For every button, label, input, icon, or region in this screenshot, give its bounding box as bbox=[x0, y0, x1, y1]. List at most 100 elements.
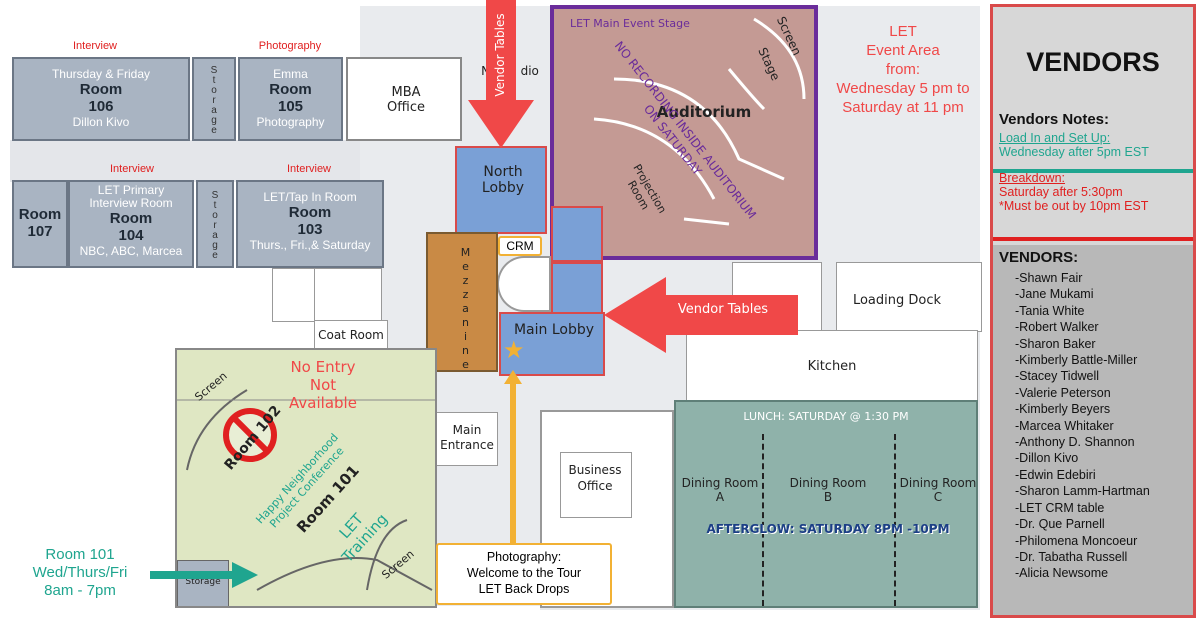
room-106-label: Room bbox=[79, 81, 123, 98]
star-icon: ★ bbox=[503, 337, 525, 364]
lobby-block-2 bbox=[551, 262, 603, 314]
vendors-title: VENDORS bbox=[1026, 47, 1160, 77]
business-office-label: Business Office bbox=[568, 463, 622, 493]
breakdown-heading: Breakdown: bbox=[999, 171, 1066, 185]
vendor-item: -Shawn Fair bbox=[1015, 271, 1083, 285]
room-104-label: Room bbox=[109, 210, 153, 227]
business-office-inner bbox=[560, 452, 632, 518]
no-entry-label: No Entry Not Available bbox=[289, 358, 357, 412]
auditorium-label: Auditorium bbox=[656, 103, 752, 121]
small-room-a bbox=[272, 268, 316, 322]
room-101-area[interactable]: Screen No Entry Not Available Room 102 H… bbox=[175, 348, 437, 608]
storage-label-top: Storage bbox=[208, 65, 220, 135]
dining-room-c: Dining Room C bbox=[899, 476, 977, 504]
room-105-label: Room bbox=[269, 81, 312, 98]
vendor-item: -Dr. Que Parnell bbox=[1015, 517, 1105, 532]
room-101-note-l2: Wed/Thurs/Fri bbox=[32, 564, 128, 581]
vendor-item: -Philomena Moncoeur bbox=[1015, 533, 1138, 548]
mba-office[interactable]: MBA Office bbox=[346, 57, 462, 141]
auditorium[interactable]: LET Main Event Stage Auditorium Stage Sc… bbox=[550, 5, 818, 260]
vendor-tables-top-label: Vendor Tables bbox=[493, 13, 507, 97]
loading-dock-area: Loading Dock bbox=[836, 262, 982, 332]
crm-tag[interactable]: CRM bbox=[498, 236, 542, 256]
dining-room-b: Dining Room B bbox=[789, 476, 867, 504]
vendors-list: -Shawn Fair -Jane Mukami-Tania White -Robe… bbox=[1015, 270, 1193, 582]
room-104-top: LET Primary Interview Room bbox=[89, 183, 173, 210]
vendor-item: -LET CRM table bbox=[1015, 500, 1105, 515]
coat-room-label: Coat Room bbox=[318, 328, 384, 342]
label-interview-104: Interview bbox=[109, 163, 155, 175]
storage-label-bottom: Storage bbox=[185, 577, 221, 587]
label-photography-105: Photography bbox=[258, 40, 322, 52]
room-105-top: Emma bbox=[273, 67, 308, 81]
room-105-bottom: Photography bbox=[256, 115, 325, 129]
photography-box[interactable]: Photography: Welcome to the Tour LET Bac… bbox=[436, 543, 612, 605]
room-105[interactable]: Emma Room 105 Photography bbox=[238, 57, 343, 141]
load-in-heading: Load In and Set Up: bbox=[999, 131, 1111, 145]
photo-box-l3: LET Back Drops bbox=[478, 582, 570, 596]
dining-room-a: Dining Room A bbox=[681, 476, 759, 504]
event-area-text: LET Event Area from: Wednesday 5 pm to S… bbox=[822, 22, 984, 117]
small-room-b bbox=[314, 268, 382, 322]
breakdown-divider bbox=[993, 237, 1193, 241]
room-101-walls bbox=[177, 389, 435, 591]
vendors-notes-heading: Vendors Notes: bbox=[999, 111, 1110, 128]
vendor-tables-right-label: Vendor Tables bbox=[677, 302, 769, 317]
vendors-notes: Vendors Notes: Load In and Set Up: Wedne… bbox=[993, 111, 1193, 241]
event-area-l5: Saturday at 11 pm bbox=[842, 99, 964, 116]
mba-office-label: MBA Office bbox=[387, 85, 425, 115]
room-106-bottom: Dillon Kivo bbox=[72, 115, 130, 129]
main-entrance[interactable]: Main Entrance bbox=[436, 412, 498, 466]
photo-box-l1: Photography: bbox=[486, 550, 562, 564]
vendor-item: -Robert Walker bbox=[1015, 320, 1099, 335]
event-area-l1: LET bbox=[889, 23, 917, 40]
room-101-note-l3: 8am - 7pm bbox=[44, 582, 116, 599]
lunch-label: LUNCH: SATURDAY @ 1:30 PM bbox=[743, 410, 909, 423]
vendors-panel: VENDORS Vendors Notes: Load In and Set U… bbox=[990, 4, 1196, 618]
stairs bbox=[497, 256, 551, 312]
room-107-number: 107 bbox=[27, 223, 53, 240]
no-entry-icon bbox=[223, 408, 277, 462]
vendor-item: -Jane Mukami bbox=[1015, 287, 1094, 302]
room-104-bottom: NBC, ABC, Marcea bbox=[79, 244, 183, 258]
mezzanine[interactable]: Mezzanine bbox=[426, 232, 498, 372]
room-103-label: Room bbox=[288, 204, 332, 221]
label-interview-103: Interview bbox=[286, 163, 332, 175]
vendor-item: -Dillon Kivo bbox=[1015, 451, 1079, 466]
room-103[interactable]: LET/Tap In Room Room 103 Thurs., Fri.,& … bbox=[236, 180, 384, 268]
room-107[interactable]: Room 107 bbox=[12, 180, 68, 268]
vendors-list-box: VENDORS: -Shawn Fair-Jane Mukami-Tania W… bbox=[993, 245, 1193, 615]
vendor-item: -Kimberly Battle-Miller bbox=[1015, 353, 1138, 368]
north-lobby[interactable]: North Lobby bbox=[455, 146, 547, 234]
main-lobby-label: Main Lobby bbox=[513, 322, 595, 338]
room-106[interactable]: Thursday & Friday Room 106 Dillon Kivo bbox=[12, 57, 190, 141]
room-104-number: 104 bbox=[118, 227, 144, 244]
main-lobby[interactable]: Main Lobby ★ bbox=[499, 312, 605, 376]
vendor-item: -Edwin Edebiri bbox=[1015, 467, 1096, 482]
room-103-top: LET/Tap In Room bbox=[263, 190, 357, 204]
studio-partial-label: N dio bbox=[481, 64, 539, 78]
vendor-item: -Stacey Tidwell bbox=[1015, 369, 1100, 384]
loading-dock-label: Loading Dock bbox=[852, 293, 942, 308]
afterglow-label: AFTERGLOW: SATURDAY 8PM -10PM bbox=[706, 522, 950, 536]
breakdown-detail-2: *Must be out by 10pm EST bbox=[999, 199, 1149, 213]
room-104[interactable]: LET Primary Interview Room Room 104 NBC,… bbox=[68, 180, 194, 268]
photo-box-l2: Welcome to the Tour bbox=[466, 566, 582, 580]
crm-label: CRM bbox=[506, 239, 534, 253]
room-106-number: 106 bbox=[88, 98, 114, 115]
vendor-item: -Sharon Lamm-Hartman bbox=[1015, 484, 1150, 499]
arrow-up-icon bbox=[504, 370, 522, 544]
load-in-detail: Wednesday after 5pm EST bbox=[999, 145, 1149, 159]
storage-label-middle: Storage bbox=[209, 190, 221, 260]
dining-area[interactable]: LUNCH: SATURDAY @ 1:30 PM Dining Room A … bbox=[674, 400, 978, 608]
dining-divider-2 bbox=[894, 434, 896, 606]
kitchen[interactable]: Kitchen bbox=[686, 330, 978, 404]
room-103-bottom: Thurs., Fri.,& Saturday bbox=[249, 238, 371, 252]
vendor-item: -Tania White bbox=[1015, 303, 1085, 318]
room-101-note: Room 101 Wed/Thurs/Fri 8am - 7pm bbox=[10, 546, 150, 600]
vendor-item: -Valerie Peterson bbox=[1015, 385, 1111, 400]
arrow-right-icon bbox=[150, 562, 258, 588]
room-103-number: 103 bbox=[297, 221, 323, 238]
lobby-block-1 bbox=[551, 206, 603, 262]
label-interview-106: Interview bbox=[72, 40, 118, 52]
